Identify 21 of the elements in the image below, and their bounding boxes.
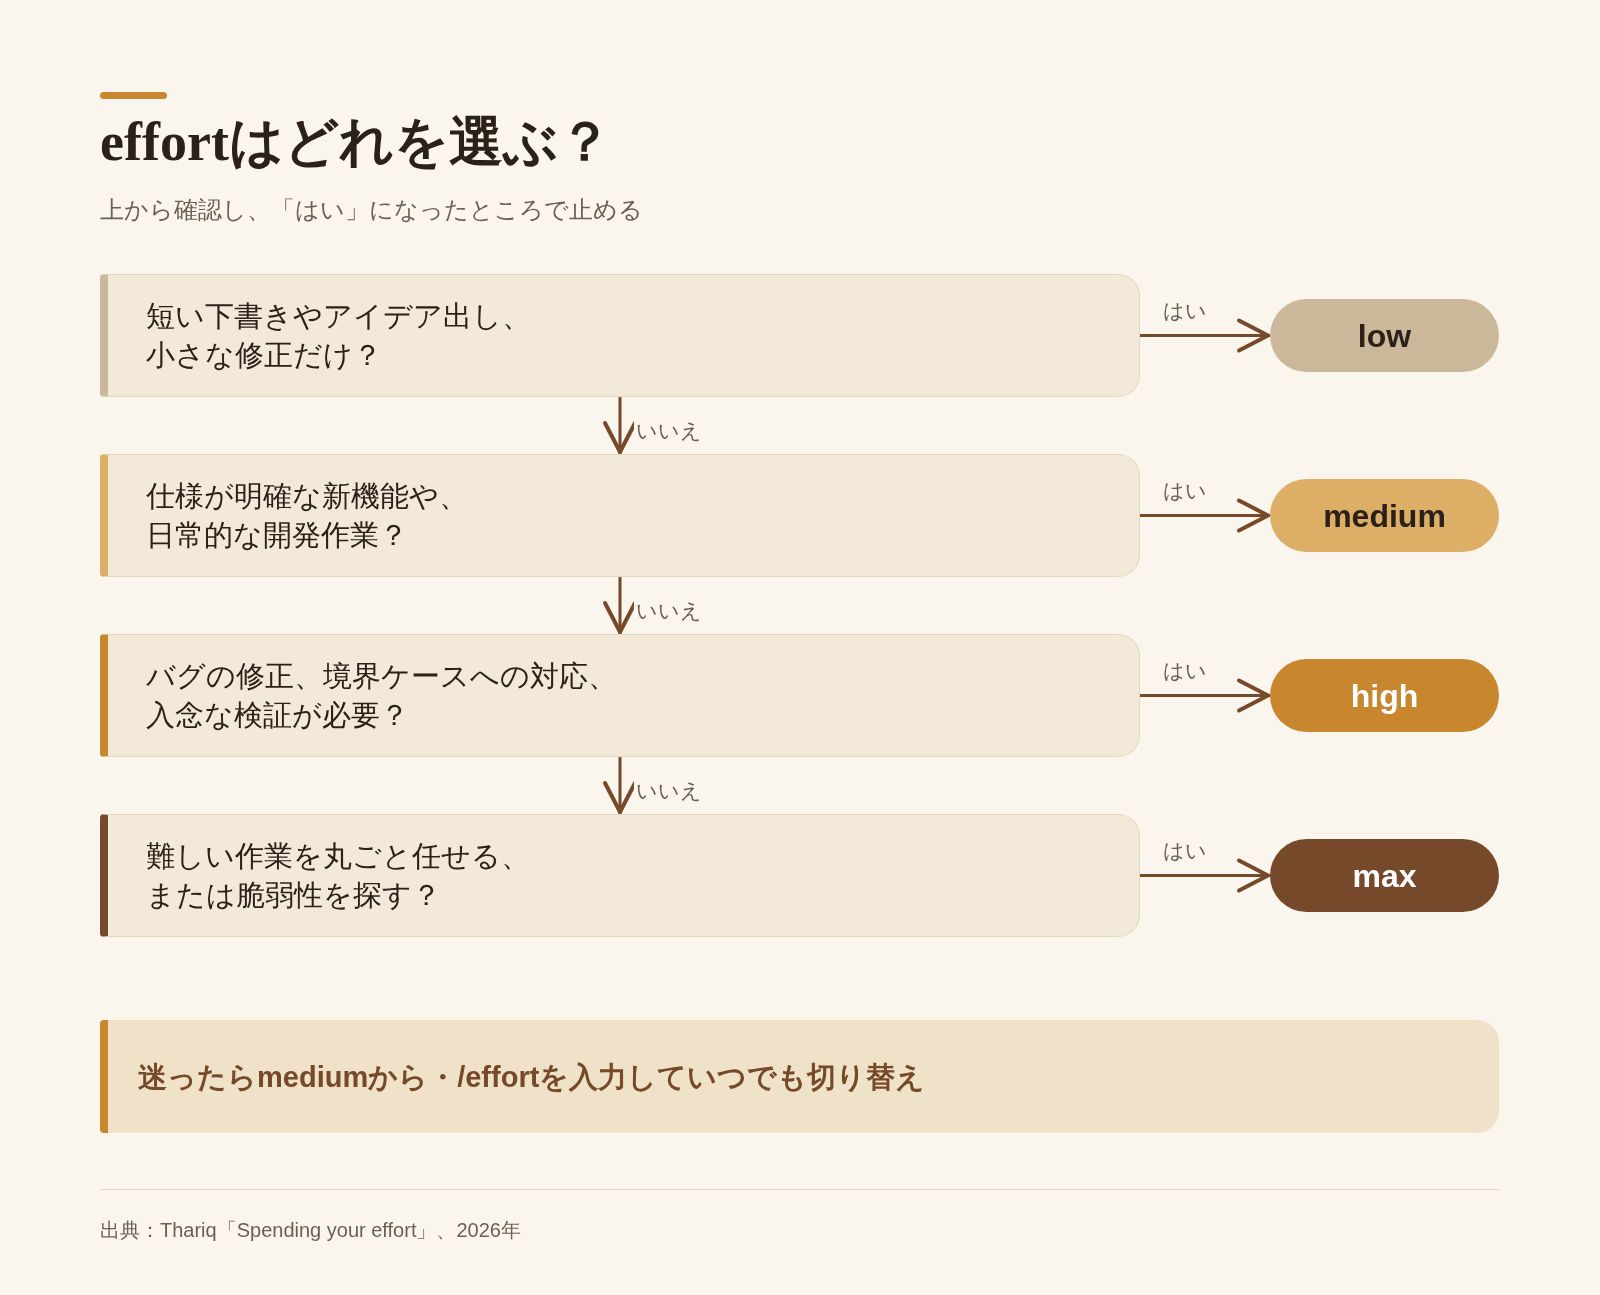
arrow — [1140, 498, 1270, 533]
result-label: medium — [1323, 496, 1446, 535]
question-box — [100, 634, 1140, 757]
result-label: high — [1350, 676, 1419, 715]
arrow — [1140, 318, 1270, 353]
question-text: バグの修正、境界ケースへの対応、入念な検証が必要？ — [146, 658, 618, 733]
question-text: 難しい作業を丸ごと任せる、または脆弱性を探す？ — [146, 838, 531, 913]
result-label: low — [1357, 316, 1412, 355]
question-box — [100, 814, 1140, 937]
arrow — [1140, 858, 1270, 893]
subtitle: 上から確認し、「はい」になったところで止める — [100, 195, 643, 225]
question-text: 短い下書きやアイデア出し、小さな修正だけ？ — [146, 298, 532, 373]
result-label: max — [1352, 856, 1417, 895]
note-box — [100, 1020, 1499, 1133]
question-box — [100, 454, 1140, 577]
question-text: 仕様が明確な新機能や、日常的な開発作業？ — [146, 478, 469, 553]
arrow — [1140, 678, 1270, 713]
question-box — [100, 274, 1140, 397]
title: effortはどれを選ぶ？ — [100, 111, 612, 174]
note-text: 迷ったらmediumから・/effortを入力していつでも切り替え — [138, 1059, 926, 1095]
source-note: 出典：Thariq「Spending your effort」、2026年 — [100, 1218, 521, 1243]
